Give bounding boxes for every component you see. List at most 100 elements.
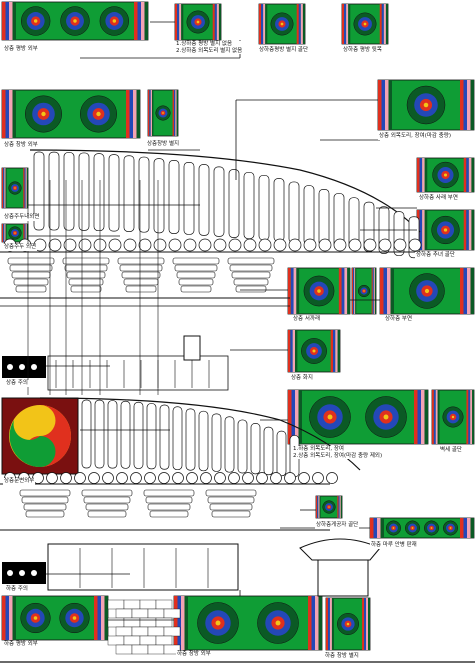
- upper-bracket: [117, 257, 165, 265]
- label-lower-column-head: 하층 주의: [5, 586, 29, 593]
- lower-rafter-end: [284, 472, 296, 484]
- upper-bracket: [7, 257, 55, 265]
- lower-roof-tile: [172, 406, 183, 471]
- panel-ridge-end-band: [466, 390, 469, 444]
- panel-rafter-end-2-medallion-dot: [14, 232, 16, 234]
- upper-rafter-end: [78, 238, 92, 252]
- upper-rafter-end: [243, 238, 257, 252]
- panel-lower-beam-band: [5, 596, 9, 640]
- panel-beam-face-band: [346, 4, 349, 44]
- panel-upper-changbang-band: [126, 90, 130, 138]
- panel-lower-beam-band: [9, 596, 13, 640]
- panel-eave-border-bg: [369, 517, 475, 539]
- panel-lower-changbang-band: [184, 596, 188, 650]
- stone-block: [107, 617, 125, 628]
- panel-buyeon-band: [467, 268, 471, 314]
- upper-rafter-end: [123, 238, 137, 252]
- upper-bracket: [11, 271, 51, 279]
- upper-bracket: [70, 285, 102, 293]
- label-ridge-end: 벽세 골단: [439, 447, 463, 454]
- lower-bracket: [25, 510, 65, 518]
- panel-rafter-end-pattern-band: [3, 168, 5, 208]
- lower-roof-tile: [159, 404, 170, 470]
- lower-rafter-end: [116, 472, 128, 484]
- panel-lower-changbang-band: [318, 596, 322, 650]
- panel-rafter-end-band: [466, 158, 469, 192]
- panel-lower-purlin-medallion-dot: [327, 414, 333, 420]
- panel-lower-purlin-band: [298, 390, 302, 444]
- lower-rafter-end: [102, 472, 114, 484]
- panel-upper-changbang-band: [129, 90, 133, 138]
- panel-rafter-end-2-band: [2, 224, 4, 242]
- lower-rafter-end: [144, 472, 156, 484]
- column-head-rosette: [31, 570, 37, 576]
- lower-rafter-end: [158, 472, 170, 484]
- lower-bracket: [143, 489, 195, 497]
- panel-buyeon-band: [390, 268, 394, 314]
- upper-bracket: [119, 264, 163, 272]
- panel-eave-cross-band: [337, 496, 339, 518]
- panel-rafter-end-2-band: [26, 224, 28, 242]
- panel-rafter-end-pattern: [1, 167, 29, 209]
- panel-eave-border-medallion-dot: [392, 527, 395, 529]
- stone-block: [115, 626, 133, 637]
- panel-chunyeo-medallion-dot: [443, 228, 448, 232]
- label-upper-column-head: 상층 주의: [5, 380, 29, 387]
- panel-eave-cross-band: [316, 496, 318, 518]
- lower-roof-tile: [237, 419, 248, 474]
- panel-eave-cross-medallion-dot: [328, 506, 330, 508]
- panel-beam-face-band: [383, 4, 386, 44]
- upper-bracket: [180, 285, 212, 293]
- upper-bracket: [178, 278, 214, 286]
- panel-upper-eave-outer-medallion-dot: [73, 19, 77, 23]
- panel-lower-changbang-bg: [173, 595, 323, 651]
- lower-roof-tile: [133, 401, 144, 469]
- panel-lower-beam: [1, 595, 109, 641]
- panel-beam-face-band: [348, 4, 351, 44]
- panel-outer-purlin: [377, 79, 475, 131]
- panel-lower-changbang-end-band: [362, 598, 365, 650]
- panel-bracket-wall-band: [332, 330, 336, 372]
- panel-upper-changbang-bg: [1, 89, 141, 139]
- panel-purlin-pattern-band: [261, 4, 264, 44]
- panel-lower-changbang-band: [177, 596, 181, 650]
- panel-lower-changbang-band: [181, 596, 185, 650]
- upper-bracket: [231, 271, 271, 279]
- panel-chunyeo-band: [471, 210, 474, 250]
- lower-rafter-end: [60, 472, 72, 484]
- panel-eave-border-medallion-dot: [430, 527, 433, 529]
- upper-roof-tile: [258, 174, 270, 241]
- stone-block: [139, 617, 157, 628]
- panel-outer-purlin-band: [467, 80, 471, 130]
- upper-rafter-end: [393, 238, 407, 252]
- upper-rafter-end: [138, 238, 152, 252]
- panel-eave-border-band: [370, 518, 374, 538]
- panel-beam-face-band: [379, 4, 382, 44]
- panel-rafter-end-band: [419, 158, 423, 192]
- upper-bracket: [176, 271, 216, 279]
- panel-upper-eave-outer-band: [5, 2, 9, 40]
- panel-beam-face-band: [385, 4, 388, 44]
- label-upper-bracket-notes: 1.상하층 평방 별지 없음 2.상하층 외목도리 별지 없음: [175, 41, 244, 54]
- upper-roof-tile: [108, 154, 120, 232]
- upper-bracket: [235, 285, 267, 293]
- upper-roof-tile: [318, 189, 330, 247]
- panel-eave-border-band: [460, 518, 464, 538]
- panel-rafter-end-pattern-band: [23, 168, 25, 208]
- upper-rafter-end: [153, 238, 167, 252]
- panel-lower-changbang-end-band: [327, 598, 330, 650]
- panel-rafter-end: [416, 157, 475, 193]
- panel-lower-changbang-end-band: [329, 598, 332, 650]
- lower-rafter-end: [88, 472, 100, 484]
- panel-changbang-end-band: [172, 90, 174, 136]
- panel-lower-purlin-band: [414, 390, 418, 444]
- upper-roof-tile: [63, 152, 75, 231]
- panel-seoggarae-b-band: [371, 268, 373, 314]
- lower-bracket: [207, 496, 255, 504]
- panel-changbang-end-band: [150, 90, 153, 136]
- panel-lower-purlin-band: [291, 390, 295, 444]
- lower-rafter-end: [312, 472, 324, 484]
- upper-bracket: [229, 264, 273, 272]
- label-upper-changbang-outer: 상층 창방 외부: [3, 142, 39, 149]
